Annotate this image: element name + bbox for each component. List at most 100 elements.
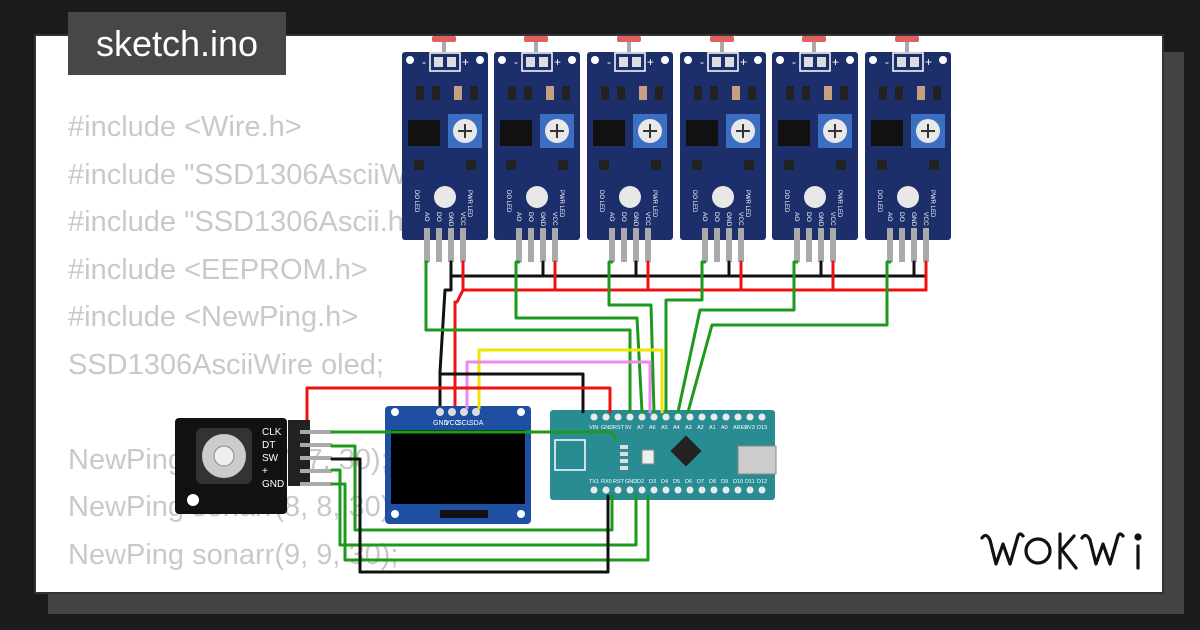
ldr-header	[707, 52, 739, 72]
nano-pin-label: D11	[745, 479, 755, 485]
ldr-sensor	[712, 186, 734, 208]
ao-wire	[424, 260, 632, 414]
nano-pin-label: D8	[709, 479, 716, 485]
nano-pin-label: A0	[721, 425, 728, 431]
pot-cross	[458, 124, 472, 138]
nano-pin-label: D10	[733, 479, 743, 485]
nano-pin	[722, 413, 730, 421]
nano-pin	[602, 486, 610, 494]
oled-pin-label: SDA	[469, 420, 484, 427]
smd-part	[748, 86, 756, 100]
nano-pin	[746, 413, 754, 421]
header-pin	[725, 57, 734, 67]
nano-pin	[710, 486, 718, 494]
header-pin	[897, 57, 906, 67]
sensor-pin	[818, 228, 824, 262]
encoder-pin-label: SW	[262, 453, 279, 464]
ldr-header	[429, 52, 461, 72]
pwr-led-label: PWR LED	[836, 190, 842, 218]
header-pin	[804, 57, 813, 67]
mount-hole	[846, 56, 854, 64]
sensor-pin	[436, 228, 442, 262]
clk-wire	[330, 430, 618, 442]
nano-pin	[590, 486, 598, 494]
nano-pin	[758, 486, 766, 494]
sensor-pin-label: VCC	[551, 212, 558, 226]
ao-wire	[686, 260, 892, 414]
usb-port	[737, 445, 777, 475]
sensor-pin-label: GND	[910, 212, 917, 227]
mount-hole	[568, 56, 576, 64]
plus-label: +	[462, 55, 469, 69]
sensor-pin	[448, 228, 454, 262]
plus-label: +	[832, 55, 839, 69]
nano-led	[620, 445, 628, 449]
led-smd	[836, 160, 846, 170]
encoder-pin	[300, 456, 332, 460]
do-led-label: DO LED	[598, 190, 604, 213]
ldr-top	[432, 36, 456, 42]
nano-pin	[710, 413, 718, 421]
do-led-label: DO LED	[876, 190, 882, 213]
sensor-pin	[516, 228, 522, 262]
pwr-led-label: PWR LED	[929, 190, 935, 218]
smd-part	[562, 86, 570, 100]
nano-pin	[626, 486, 634, 494]
led-smd	[784, 160, 794, 170]
sensor-pin-label: AO	[608, 212, 615, 221]
nano-pin	[698, 486, 706, 494]
sw-wire	[330, 468, 638, 547]
nano-pin-label: D3	[649, 479, 656, 485]
mount-hole	[517, 408, 525, 416]
arduino-nano: D12D11D10D9D8D7D6D5D4D3D2GNDRSTRX0TX1D13…	[550, 410, 777, 500]
nano-pin	[686, 486, 694, 494]
mount-hole	[187, 494, 199, 506]
nano-pin-label: AREF	[733, 425, 748, 431]
mount-hole	[406, 56, 414, 64]
mount-hole	[391, 510, 399, 518]
sensor-pin-label: VCC	[459, 212, 466, 226]
led-smd	[877, 160, 887, 170]
oled-pin	[448, 408, 456, 416]
pot-cross	[643, 124, 657, 138]
smd-part	[879, 86, 887, 100]
encoder-header	[288, 420, 310, 486]
enc-sw-wire	[330, 482, 650, 562]
nano-pin-label: D6	[685, 479, 692, 485]
smd-part	[786, 86, 794, 100]
sensor-pin	[552, 228, 558, 262]
sensor-pin-label: GND	[632, 212, 639, 227]
nano-pin-label: RST	[613, 479, 625, 485]
nano-pin-label: 5V	[625, 425, 632, 431]
sensor-pin-label: GND	[447, 212, 454, 227]
encoder-shaft	[213, 445, 235, 467]
mount-hole	[939, 56, 947, 64]
nano-pin	[662, 486, 670, 494]
smd-part	[917, 86, 925, 100]
nano-pin-label: VIN	[589, 425, 598, 431]
ldr-leg	[905, 42, 909, 54]
mount-hole	[498, 56, 506, 64]
sensor-pin	[830, 228, 836, 262]
led-smd	[466, 160, 476, 170]
code-line: NewPing sonarr(9, 9, 30);	[68, 538, 399, 571]
sda-wire	[477, 348, 664, 414]
smd-part	[802, 86, 810, 100]
scl-wire	[465, 360, 652, 414]
oled-pin	[436, 408, 444, 416]
ldr-leg	[812, 42, 816, 54]
code-line: #include <Wire.h>	[68, 111, 302, 143]
smd-part	[416, 86, 424, 100]
sensor-pin-label: VCC	[922, 212, 929, 226]
encoder-pin	[300, 469, 332, 473]
nano-pin	[614, 413, 622, 421]
minus-label: -	[514, 55, 518, 69]
nano-gnd-wire	[438, 372, 585, 414]
led-smd	[414, 160, 424, 170]
minus-label: -	[607, 55, 611, 69]
sketch-title: sketch.ino	[68, 12, 286, 75]
code-line: SSD1306AsciiWire oled;	[68, 348, 384, 381]
ldr-top	[710, 36, 734, 42]
